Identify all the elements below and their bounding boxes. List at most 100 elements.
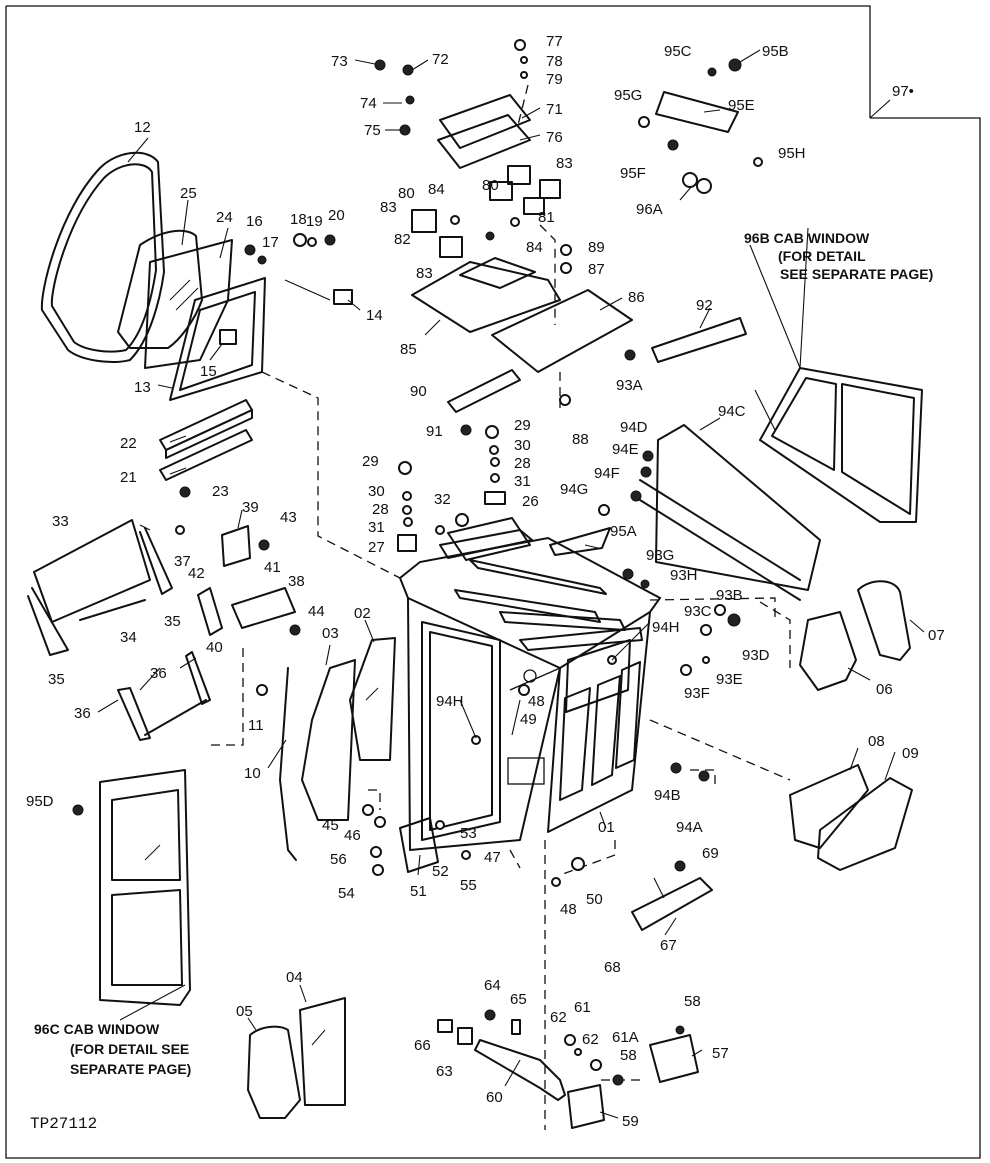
callout: 95D <box>26 793 54 810</box>
callout: 95G <box>614 87 642 104</box>
callout: 95A <box>610 523 637 540</box>
callout: 90 <box>410 383 427 400</box>
glass-02 <box>349 637 396 761</box>
callout: 84 <box>428 181 445 198</box>
note-line: SEPARATE PAGE) <box>70 1061 191 1077</box>
callout: 09 <box>902 745 919 762</box>
callout: 02 <box>354 605 371 622</box>
callout: 40 <box>206 639 223 656</box>
callout: 01 <box>598 819 615 836</box>
window-08 <box>789 764 869 849</box>
latch-39 <box>221 525 251 567</box>
grille-67 <box>631 877 713 931</box>
callout: 23 <box>212 483 229 500</box>
callout: 29 <box>514 417 531 434</box>
callout: 93A <box>616 377 643 394</box>
callout: 93C <box>684 603 712 620</box>
callout: 28 <box>372 501 389 518</box>
callout: 17 <box>262 234 279 251</box>
callout: 04 <box>286 969 303 986</box>
callout: 60 <box>486 1089 503 1106</box>
callout: 55 <box>460 877 477 894</box>
callout: 61A <box>612 1029 639 1046</box>
callout-labels: 73 72 74 75 77 78 79 71 76 95C 95B 95G 9… <box>26 33 945 1130</box>
callout: 25 <box>180 185 197 202</box>
callout: 26 <box>522 493 539 510</box>
callout: 16 <box>246 213 263 230</box>
callout: 34 <box>120 629 137 646</box>
callout: 63 <box>436 1063 453 1080</box>
callout: 81 <box>538 209 555 226</box>
callout: 41 <box>264 559 281 576</box>
callout: 94F <box>594 465 620 482</box>
callout: 30 <box>368 483 385 500</box>
callout: 32 <box>434 491 451 508</box>
callout: 38 <box>288 573 305 590</box>
callout: 74 <box>360 95 377 112</box>
note-line: 96B CAB WINDOW <box>744 230 870 246</box>
cab-door-12 <box>40 151 165 363</box>
callout: 20 <box>328 207 345 224</box>
plate-51 <box>399 817 439 873</box>
note-line: 96C CAB WINDOW <box>34 1021 160 1037</box>
callout: 88 <box>572 431 589 448</box>
callout: 06 <box>876 681 893 698</box>
window-06 <box>799 611 857 691</box>
callout: 69 <box>702 845 719 862</box>
callout: 84 <box>526 239 543 256</box>
callout: 76 <box>546 129 563 146</box>
callout: 11 <box>248 717 264 734</box>
callout: 52 <box>432 863 449 880</box>
hinge-22 <box>159 399 253 459</box>
callout: 21 <box>120 469 137 486</box>
callout: 78 <box>546 53 563 70</box>
cover-95e <box>655 91 739 133</box>
rod-34 <box>79 599 146 621</box>
callout: 62 <box>582 1031 599 1048</box>
panel-86 <box>491 289 633 373</box>
assembly-lines <box>205 84 791 1130</box>
callout: 13 <box>134 379 151 396</box>
bracket-60 <box>474 1039 566 1101</box>
callout: 80 <box>482 177 499 194</box>
latch-38 <box>231 587 296 629</box>
callout: 64 <box>484 977 501 994</box>
callout: 53 <box>460 825 477 842</box>
bracket-59 <box>567 1084 605 1129</box>
callout: 72 <box>432 51 449 68</box>
rod-10 <box>279 667 297 861</box>
callout: 51 <box>410 883 427 900</box>
channel-35 <box>27 527 173 656</box>
callout: 44 <box>308 603 325 620</box>
callout: 10 <box>244 765 261 782</box>
callout: 77 <box>546 33 563 50</box>
seal-05 <box>247 1025 301 1119</box>
callout: 24 <box>216 209 233 226</box>
seal-07 <box>857 580 911 661</box>
callout: 93B <box>716 587 743 604</box>
callout: 67 <box>660 937 677 954</box>
hinge-21 <box>159 429 253 481</box>
corner-reference: 97• <box>892 83 914 100</box>
callout: 95C <box>664 43 692 60</box>
cab-body <box>398 517 662 851</box>
window-33 <box>33 519 151 623</box>
callout: 95B <box>762 43 789 60</box>
callout: 92 <box>696 297 713 314</box>
callout: 83 <box>556 155 573 172</box>
callout: 14 <box>366 307 383 324</box>
callout: 05 <box>236 1003 253 1020</box>
callout: 07 <box>928 627 945 644</box>
callout: 94G <box>560 481 588 498</box>
note-line: SEE SEPARATE PAGE) <box>780 266 933 282</box>
seal-09 <box>817 777 913 871</box>
callout: 93F <box>684 685 710 702</box>
callout: 65 <box>510 991 527 1008</box>
callout: 85 <box>400 341 417 358</box>
callout: 12 <box>134 119 151 136</box>
callout: 66 <box>414 1037 431 1054</box>
callout: 93G <box>646 547 674 564</box>
door-frame-13 <box>169 277 266 401</box>
callout: 75 <box>364 122 381 139</box>
frame-94c <box>639 424 821 601</box>
